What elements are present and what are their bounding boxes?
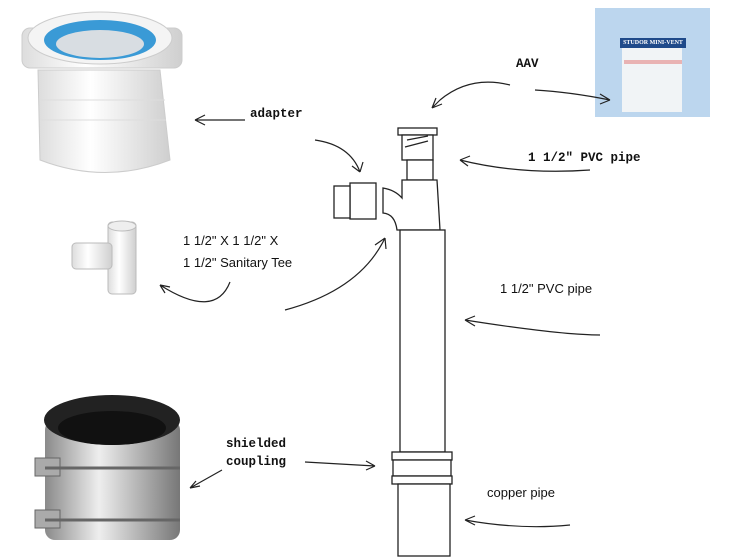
label-aav: AAV xyxy=(516,57,539,71)
aav-brand-label: STUDOR MINI-VENT xyxy=(623,40,683,46)
shielded-coupling-photo xyxy=(34,395,180,540)
label-pvc-pipe-mid: 1 1/2" PVC pipe xyxy=(500,281,593,296)
adapter-photo xyxy=(21,11,183,173)
label-tee-line1: 1 1/2" X 1 1/2" X xyxy=(183,233,279,248)
callout-arrows xyxy=(159,81,611,528)
label-coupling: coupling xyxy=(226,455,287,469)
aav-photo xyxy=(595,8,710,117)
label-shielded: shielded xyxy=(226,437,287,451)
pipe-assembly-sketch xyxy=(333,127,453,557)
label-copper-pipe: copper pipe xyxy=(487,485,555,500)
label-pvc-pipe-top: 1 1/2" PVC pipe xyxy=(528,151,641,165)
label-tee-line2: 1 1/2" Sanitary Tee xyxy=(183,255,293,270)
label-adapter: adapter xyxy=(250,107,303,121)
sanitary-tee-photo xyxy=(71,220,137,295)
